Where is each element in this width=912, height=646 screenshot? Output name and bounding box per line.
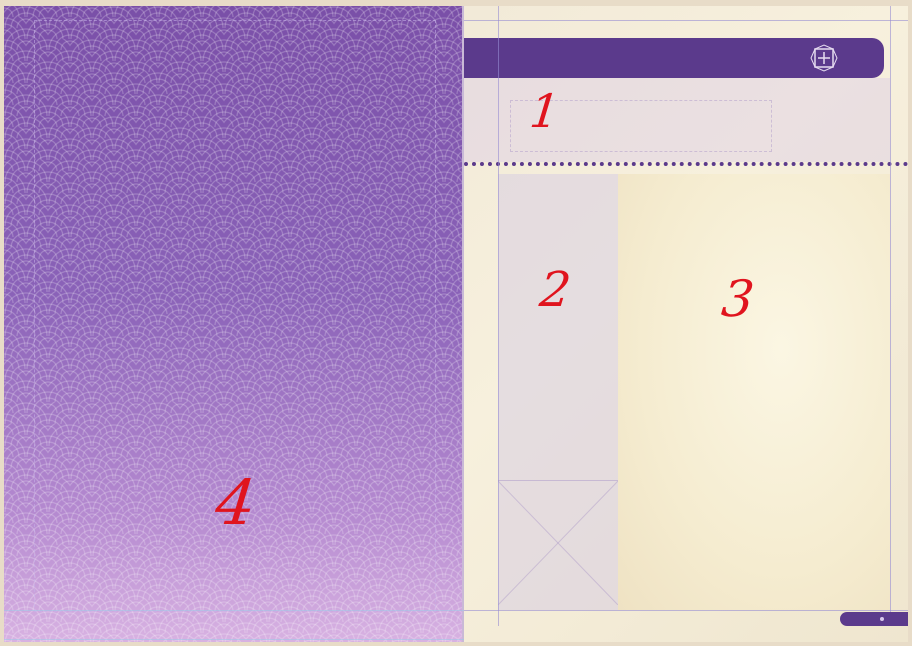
dotted-divider xyxy=(464,162,908,166)
image-placeholder-cross-icon xyxy=(498,480,618,605)
guide-line-horizontal xyxy=(464,610,908,611)
zone-number-2: 2 xyxy=(537,262,573,318)
guide-line-vertical xyxy=(890,6,891,626)
footer-tab-dot xyxy=(880,617,884,621)
zone-number-3: 3 xyxy=(719,270,757,328)
guide-line-vertical xyxy=(498,6,499,626)
zone-1-title-area xyxy=(464,78,890,162)
footer-tab xyxy=(840,612,908,626)
zone-3-main-content xyxy=(618,174,890,610)
guide-line-horizontal xyxy=(464,20,908,21)
zone-number-1: 1 xyxy=(527,84,562,138)
zone-2-sidebar xyxy=(498,174,618,610)
zone-number-4: 4 xyxy=(212,466,259,539)
ornament-emblem-icon xyxy=(808,42,840,74)
left-pattern-panel xyxy=(4,6,464,642)
header-band xyxy=(464,38,884,78)
left-bottom-guide xyxy=(4,610,464,640)
